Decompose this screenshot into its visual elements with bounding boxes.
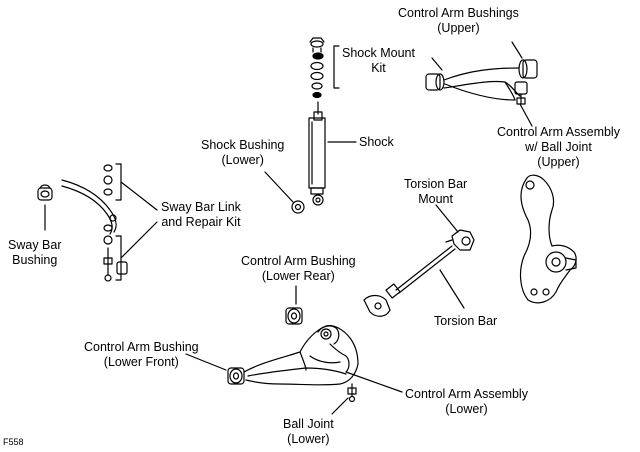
- label-control-arm-bushing-lower-rear: Control Arm Bushing (Lower Rear): [241, 254, 356, 284]
- sway-link-leader-lower: [120, 221, 158, 259]
- label-line: Torsion Bar: [404, 177, 468, 191]
- label-line: Sway Bar Link: [161, 200, 241, 214]
- sway-bar-part: [61, 179, 117, 235]
- label-sway-bar-link: Sway Bar Link and Repair Kit: [161, 200, 241, 230]
- label-line: (Lower): [445, 402, 488, 416]
- label-line: (Lower Front): [103, 355, 179, 369]
- shock-part: [308, 101, 326, 206]
- label-line: (Upper): [537, 155, 580, 169]
- label-line: w/ Ball Joint: [525, 140, 592, 154]
- lower-rear-bushing-part: [285, 307, 303, 325]
- shock-mount-bracket: [333, 45, 340, 89]
- label-line: Ball Joint: [283, 417, 334, 431]
- lower-front-bushing-part: [227, 367, 245, 385]
- label-line: Bushing: [12, 253, 58, 267]
- upper-arm-leader: [519, 103, 533, 127]
- upper-bushing-leader-left: [431, 57, 443, 71]
- sway-bar-link-part: [103, 164, 128, 282]
- torsion-bar-part: [363, 245, 456, 317]
- ball-joint-leader: [331, 397, 349, 415]
- label-control-arm-bushings-upper: Control Arm Bushings (Upper): [398, 6, 519, 36]
- sway-bar-bushing-part: [37, 184, 53, 201]
- lower-front-bushing-leader: [185, 353, 227, 371]
- sway-link-leader-upper: [120, 181, 158, 211]
- shock-bushing-part: [291, 200, 305, 214]
- torsion-bar-mount-leader: [435, 204, 459, 233]
- label-line: (Lower Rear): [261, 269, 335, 283]
- label-torsion-bar-mount: Torsion Bar Mount: [404, 177, 467, 207]
- label-line: and Repair Kit: [161, 215, 241, 229]
- lower-arm-leader: [345, 371, 403, 393]
- label-line: Mount: [418, 192, 453, 206]
- label-line: (Lower): [221, 153, 264, 167]
- label-line: Control Arm Assembly: [497, 125, 620, 139]
- figure-code: F558: [3, 437, 24, 447]
- label-line: (Upper): [437, 21, 480, 35]
- label-line: (Lower): [287, 432, 330, 446]
- label-line: Shock Mount: [342, 46, 415, 60]
- label-line: Control Arm Bushings: [398, 6, 519, 20]
- label-line: Sway Bar: [8, 238, 62, 252]
- torsion-bar-mount-part: [445, 229, 475, 251]
- shock-mount-kit-part: [309, 37, 325, 99]
- sway-link-bracket-upper: [115, 163, 122, 201]
- torsion-bar-leader: [439, 269, 465, 309]
- label-line: Kit: [371, 61, 386, 75]
- label-torsion-bar: Torsion Bar: [434, 314, 497, 329]
- label-sway-bar-bushing: Sway Bar Bushing: [8, 238, 62, 268]
- label-line: Control Arm Assembly: [405, 387, 528, 401]
- steering-knuckle-part: [519, 174, 577, 304]
- label-line: Torsion Bar: [434, 314, 498, 328]
- label-shock-mount-kit: Shock Mount Kit: [342, 46, 415, 76]
- label-line: Shock Bushing: [201, 138, 285, 152]
- label-shock-bushing-lower: Shock Bushing (Lower): [201, 138, 284, 168]
- upper-bushing-leader-right: [511, 41, 523, 59]
- shock-bushing-leader: [264, 171, 294, 203]
- lower-control-arm-part: [243, 325, 359, 403]
- label-ball-joint-lower: Ball Joint (Lower): [283, 417, 334, 447]
- upper-control-arm-part: [425, 59, 538, 105]
- label-control-arm-assembly-upper: Control Arm Assembly w/ Ball Joint (Uppe…: [497, 125, 620, 170]
- label-line: Shock: [359, 135, 394, 149]
- label-shock: Shock: [359, 135, 394, 150]
- label-control-arm-assembly-lower: Control Arm Assembly (Lower): [405, 387, 528, 417]
- label-line: Control Arm Bushing: [241, 254, 356, 268]
- label-line: Control Arm Bushing: [84, 340, 199, 354]
- label-control-arm-bushing-lower-front: Control Arm Bushing (Lower Front): [84, 340, 199, 370]
